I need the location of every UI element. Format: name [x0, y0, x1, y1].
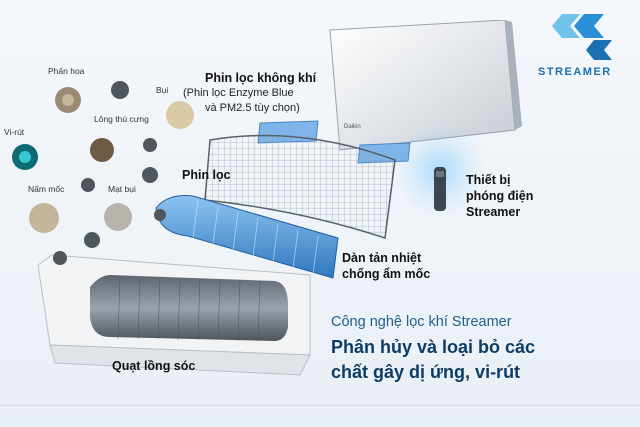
allergen-label-virus: Vi-rút — [4, 127, 25, 137]
mesh-filter — [204, 134, 396, 239]
front-panel — [329, 20, 522, 151]
callout-filter: Phin lọc — [182, 168, 231, 182]
mold-icon — [29, 203, 59, 233]
allergen-label-dust-mite: Mạt bụi — [108, 184, 136, 194]
panel-brand: Daikin — [344, 124, 361, 130]
callout-air-filter-title: Phin lọc không khí — [205, 71, 317, 85]
callout-streamer-device-1: Thiết bị — [466, 173, 511, 187]
callout-air-filter-sub-1: (Phin lọc Enzyme Blue — [183, 87, 294, 99]
callout-streamer-device-2: phóng điện — [466, 189, 534, 203]
headline-line-3: chất gây dị ứng, vi-rút — [331, 362, 521, 382]
dust-icon — [166, 101, 194, 129]
allergen-label-pollen: Phấn hoa — [48, 66, 85, 76]
streamer-logo: STREAMER — [534, 6, 630, 82]
callout-air-filter-sub-2: và PM2.5 tùy chọn) — [205, 102, 300, 114]
streamer-logo-icon — [552, 14, 612, 60]
bottom-divider — [0, 405, 640, 406]
callout-fan: Quạt lồng sóc — [112, 359, 196, 373]
headline-line-2: Phân hủy và loại bỏ các — [331, 337, 536, 357]
pollen-icon — [55, 87, 81, 113]
heat-exchanger — [155, 195, 339, 279]
callout-streamer-device-3: Streamer — [466, 205, 521, 219]
allergen-label-pet-hair: Lông thú cưng — [94, 114, 149, 124]
dust-mite-icon — [104, 203, 132, 231]
streamer-device — [434, 167, 446, 211]
ac-body — [37, 254, 311, 376]
allergen-label-mold: Nấm mốc — [28, 184, 65, 194]
callout-heat-exchanger-1: Dàn tản nhiệt — [342, 251, 422, 265]
logo-text: STREAMER — [538, 66, 612, 78]
virus-icon — [12, 144, 38, 170]
allergen-cluster — [12, 81, 194, 265]
allergen-label-dust: Bụi — [156, 85, 169, 95]
headline-line-1: Công nghệ lọc khí Streamer — [331, 314, 512, 330]
callout-heat-exchanger-2: chống ẩm mốc — [342, 267, 431, 281]
pet-hair-icon — [90, 138, 114, 162]
